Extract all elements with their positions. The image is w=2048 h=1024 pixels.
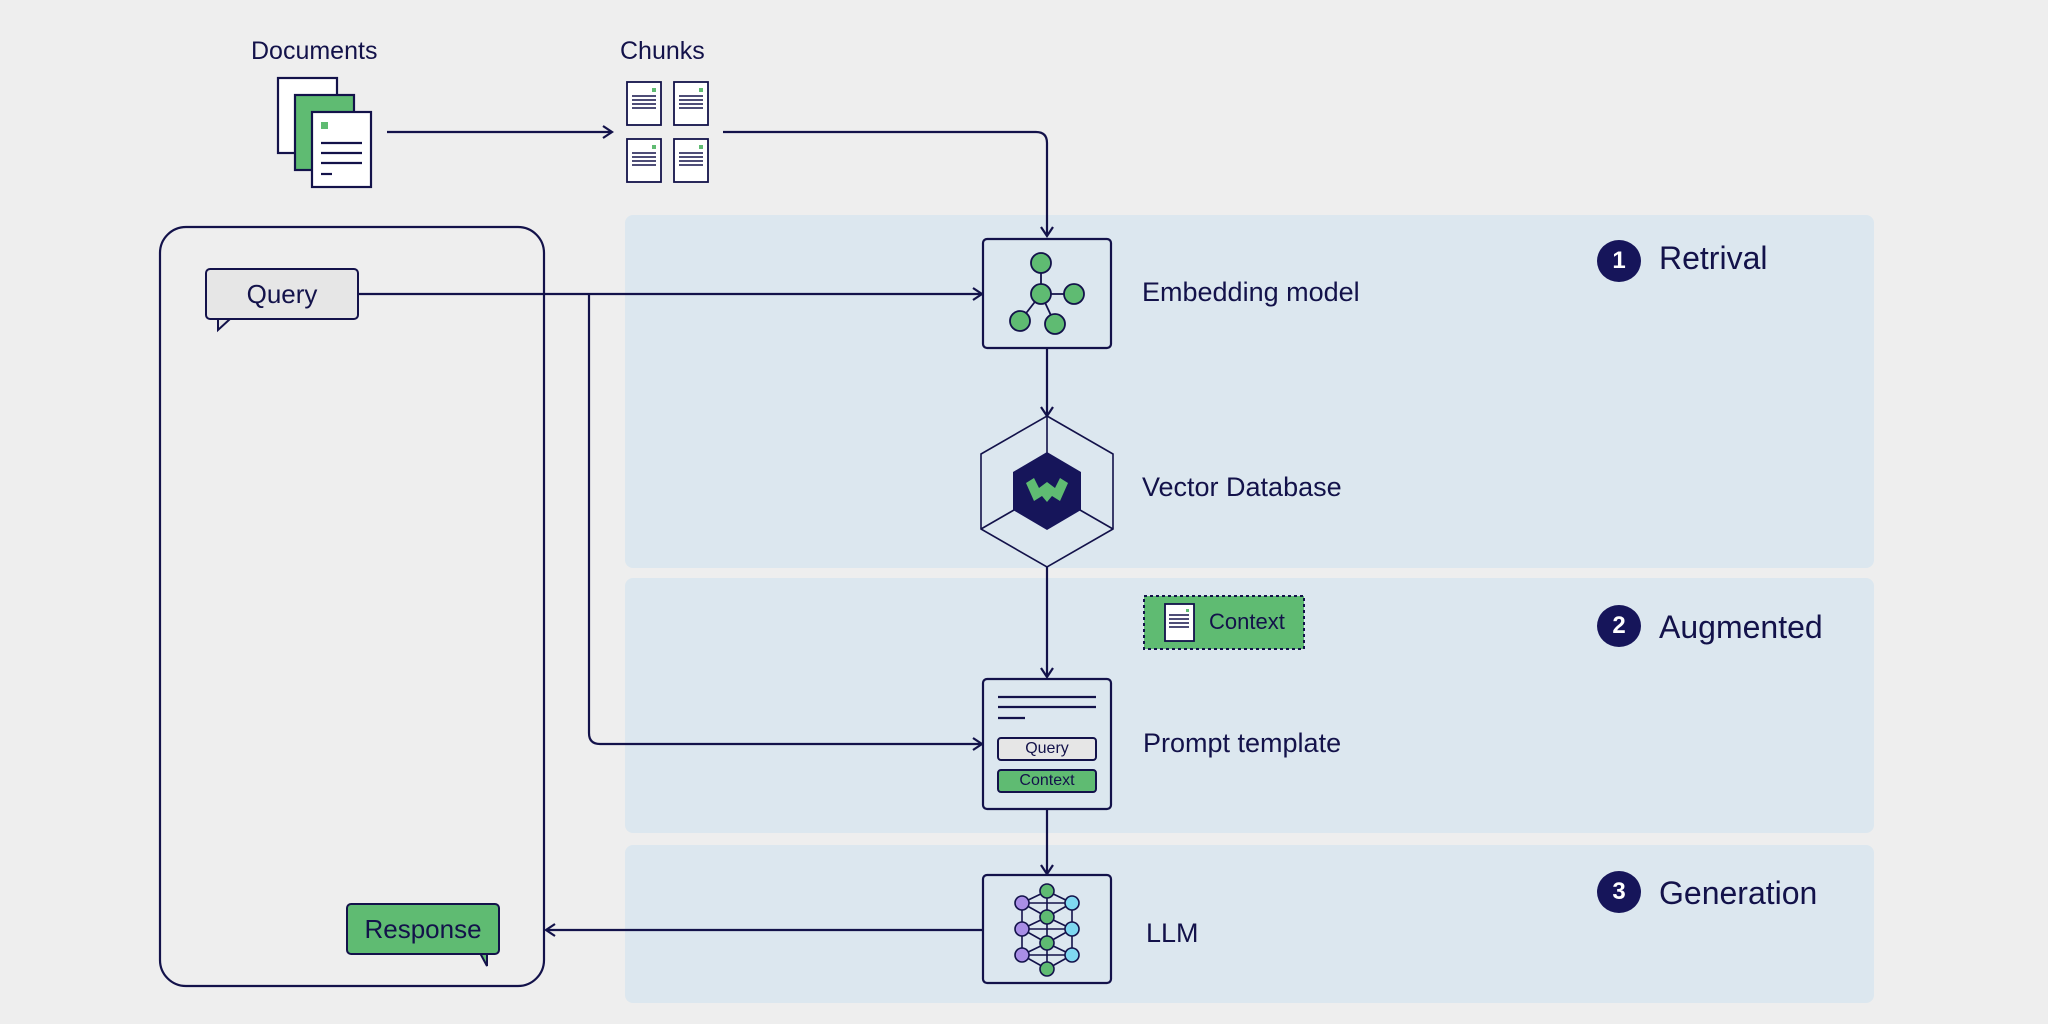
chunks-label: Chunks	[620, 37, 705, 65]
vector-database-label: Vector Database	[1142, 472, 1342, 502]
arrow-query-to-prompt	[587, 294, 984, 751]
llm-node[interactable]	[981, 873, 1113, 985]
stage-number-badge: 3	[1597, 871, 1641, 913]
documents-stack-icon	[276, 76, 373, 189]
prompt-query-slot: Query	[997, 737, 1097, 761]
response-bubble[interactable]: Response	[346, 903, 500, 955]
prompt-context-slot: Context	[997, 769, 1097, 793]
vector-database-node[interactable]	[980, 415, 1114, 568]
user-panel-frame	[158, 225, 546, 988]
neural-network-icon	[1014, 883, 1080, 977]
context-chip	[1143, 595, 1305, 650]
stage-title-generation: Generation	[1659, 875, 1818, 911]
embedding-model-node[interactable]	[981, 237, 1113, 350]
arrow-chunks-to-embedding	[723, 130, 1054, 238]
prompt-template-label: Prompt template	[1143, 728, 1342, 758]
query-bubble[interactable]: Query	[205, 268, 359, 320]
stage-number-badge: 1	[1597, 240, 1641, 282]
weaviate-hexagon-icon	[1013, 452, 1081, 530]
document-icon	[1164, 603, 1195, 642]
context-chip-label: Context	[1209, 609, 1285, 634]
stage-number-badge: 2	[1597, 605, 1641, 647]
embedding-model-label: Embedding model	[1142, 277, 1360, 307]
document-chunks-icon	[626, 81, 709, 183]
node-graph-icon	[1009, 252, 1085, 335]
stage-generation-panel	[625, 845, 1874, 1003]
llm-label: LLM	[1146, 918, 1199, 948]
stage-title-augmented: Augmented	[1659, 609, 1823, 645]
response-bubble-tail	[479, 952, 488, 967]
stage-title-retrieval: Retrival	[1659, 240, 1768, 276]
query-bubble-tail	[217, 318, 231, 333]
documents-label: Documents	[251, 37, 378, 65]
stage-retrieval-panel	[625, 215, 1874, 568]
